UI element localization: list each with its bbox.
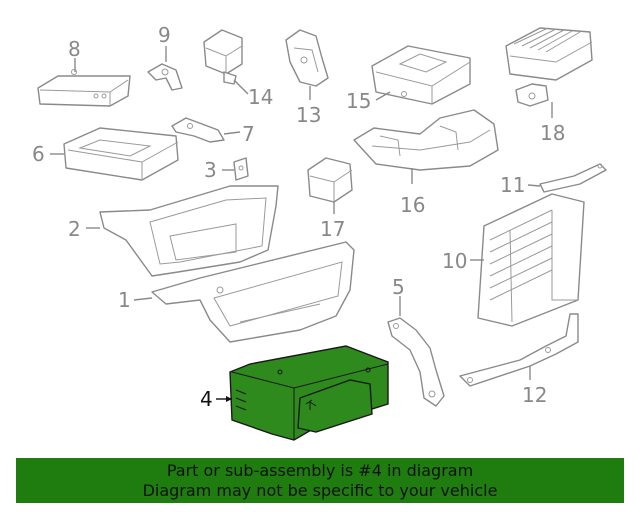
callout-6: 6: [32, 142, 64, 166]
callout-8: 8: [68, 37, 81, 72]
svg-text:2: 2: [68, 217, 81, 241]
part-18-amplifier[interactable]: [505, 27, 593, 107]
svg-text:6: 6: [32, 142, 45, 166]
callout-17: 17: [320, 202, 345, 241]
svg-text:16: 16: [400, 193, 425, 217]
callout-7: 7: [223, 122, 255, 146]
callout-3: 3: [204, 158, 234, 182]
part-7-bracket[interactable]: [171, 117, 225, 143]
part-13-sensor[interactable]: [285, 29, 329, 87]
callout-9: 9: [158, 23, 171, 62]
part-14-connector[interactable]: [203, 29, 243, 85]
part-15-control-module[interactable]: [371, 45, 471, 105]
callout-5: 5: [392, 275, 405, 316]
part-5-bracket[interactable]: [387, 317, 445, 407]
callout-12: 12: [522, 366, 547, 407]
svg-text:1: 1: [118, 288, 131, 312]
part-11-bracket[interactable]: [539, 163, 607, 193]
part-9-clip[interactable]: [147, 63, 183, 91]
svg-text:15: 15: [346, 89, 371, 113]
svg-text:10: 10: [442, 249, 467, 273]
part-2-panel-frame[interactable]: [99, 185, 279, 277]
part-4-highlighted-unit[interactable]: [229, 345, 389, 441]
callout-1: 1: [118, 288, 153, 312]
callout-2: 2: [68, 217, 100, 241]
part-10-amplifier[interactable]: [477, 193, 585, 327]
svg-text:17: 17: [320, 217, 345, 241]
callout-14: 14: [233, 79, 273, 109]
callout-11: 11: [500, 173, 541, 197]
part-6-tray[interactable]: [63, 127, 179, 181]
callout-4: 4: [200, 387, 232, 411]
banner-line-1: Part or sub-assembly is #4 in diagram: [166, 461, 474, 480]
callout-15: 15: [346, 89, 391, 113]
callout-13: 13: [296, 86, 321, 127]
callout-10: 10: [442, 249, 484, 273]
svg-text:9: 9: [158, 23, 171, 47]
part-16-frame[interactable]: [353, 109, 499, 171]
part-17-relay[interactable]: [307, 157, 353, 203]
svg-text:7: 7: [242, 122, 255, 146]
callout-18: 18: [540, 102, 565, 145]
svg-text:3: 3: [204, 158, 217, 182]
svg-text:13: 13: [296, 103, 321, 127]
part-3-clip[interactable]: [233, 157, 249, 181]
part-1-trim-panel[interactable]: [151, 241, 355, 343]
svg-text:18: 18: [540, 121, 565, 145]
banner-line-2: Diagram may not be specific to your vehi…: [142, 481, 498, 500]
part-12-bracket[interactable]: [459, 313, 579, 387]
svg-text:8: 8: [68, 37, 81, 61]
info-banner: Part or sub-assembly is #4 in diagram Di…: [16, 458, 624, 503]
svg-text:14: 14: [248, 85, 273, 109]
svg-text:11: 11: [500, 173, 525, 197]
svg-text:5: 5: [392, 275, 405, 299]
callout-16: 16: [400, 168, 425, 217]
part-8-module[interactable]: [37, 69, 131, 107]
parts-diagram: 8 9 14 13 15: [32, 23, 607, 441]
svg-text:4: 4: [200, 387, 213, 411]
svg-text:12: 12: [522, 383, 547, 407]
